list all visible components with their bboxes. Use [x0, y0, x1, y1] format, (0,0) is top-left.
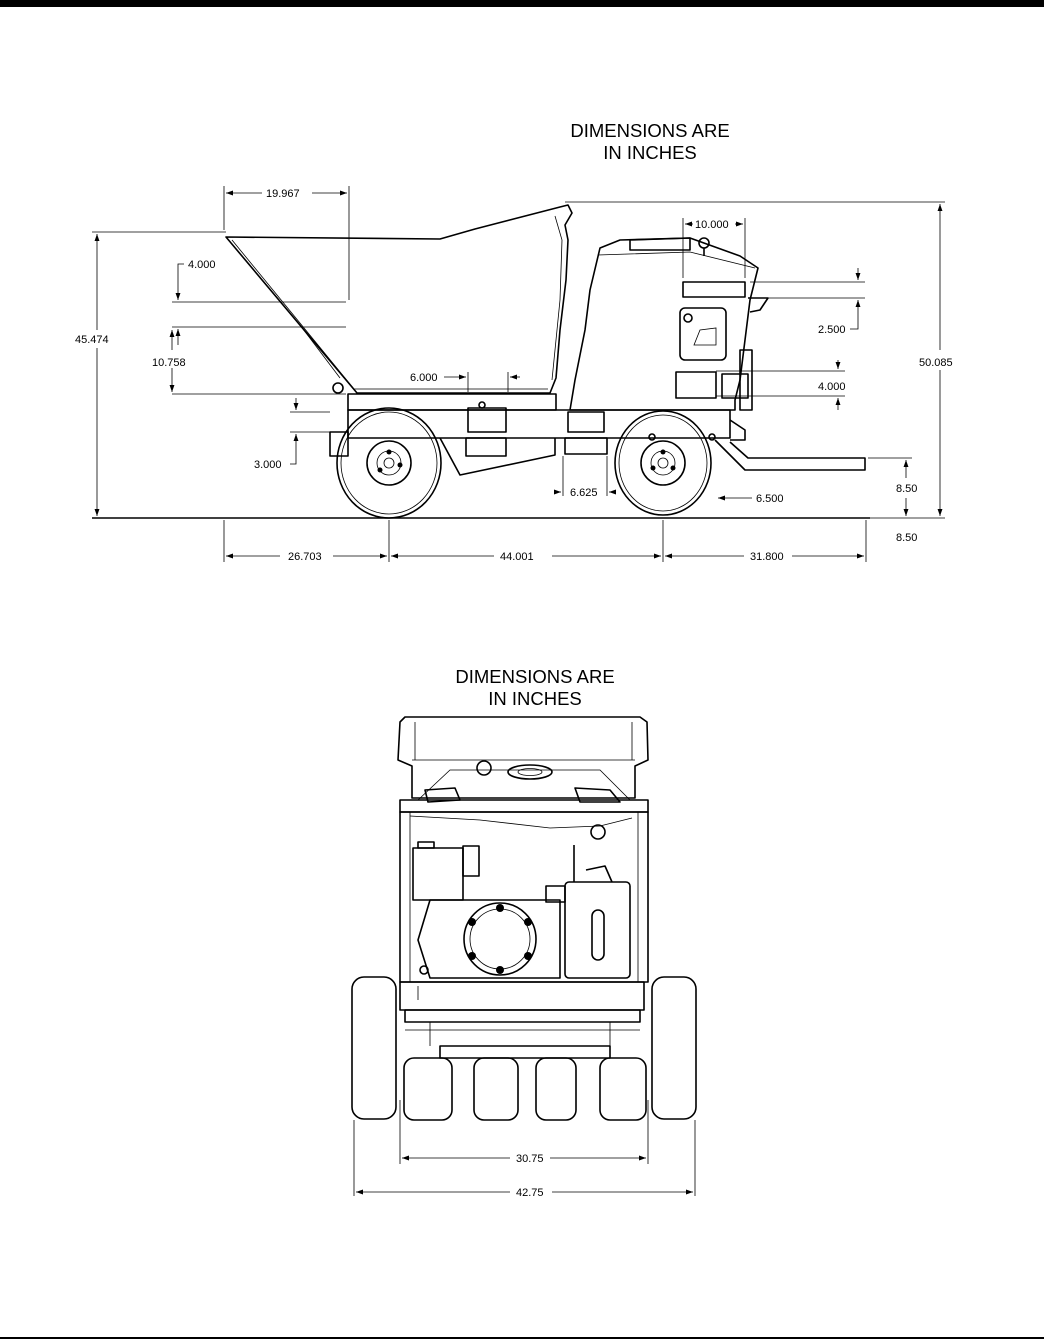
- label-4-000-right: 4.000: [818, 381, 846, 393]
- dim-ground-clearance: 8.50: [896, 532, 917, 544]
- bottom-rule: [0, 1337, 1044, 1339]
- dim-length-chain: 26.703 44.001 31.800: [223, 520, 867, 563]
- dim-frame-height: 3.000: [254, 398, 330, 471]
- label-8-50-upper: 8.50: [896, 483, 917, 495]
- engine-flywheel: [463, 902, 537, 976]
- roller-2: [473, 1057, 519, 1121]
- label-45-474: 45.474: [75, 334, 109, 346]
- fuel-tank: [564, 881, 631, 979]
- tire-right-outer: [651, 976, 697, 1120]
- roller-4: [599, 1057, 647, 1121]
- front-body: [399, 811, 649, 983]
- rear-wheel: [614, 410, 712, 516]
- roller-1: [403, 1057, 453, 1121]
- dim-frame-step-right: 4.000: [716, 360, 846, 410]
- dim-hopper-depth: 10.758: [152, 330, 346, 395]
- dim-console-step: 2.500: [750, 268, 865, 336]
- label-50-085: 50.085: [919, 357, 953, 369]
- dim-console-width: 10.000: [682, 218, 746, 278]
- label-10-758: 10.758: [152, 357, 186, 369]
- dim-overall-height-right: 50.085: [565, 201, 957, 519]
- label-3-000: 3.000: [254, 459, 282, 471]
- side-heading-line-1: DIMENSIONS ARE: [570, 120, 730, 141]
- front-heading-line-1: DIMENSIONS ARE: [455, 666, 615, 687]
- dim-overall-height-left: 45.474: [72, 231, 226, 516]
- label-19-967: 19.967: [266, 188, 300, 200]
- dim-hopper-top-length: 19.967: [223, 186, 350, 300]
- label-6-625: 6.625: [570, 487, 598, 499]
- battery: [412, 847, 464, 901]
- tire-left-outer: [351, 976, 397, 1120]
- dim-tow-bar-height: 8.50: [868, 457, 917, 516]
- side-view-heading: DIMENSIONS ARE IN INCHES: [530, 120, 770, 164]
- dim-overall-width: 42.75: [353, 1120, 696, 1199]
- front-hopper: [397, 716, 649, 803]
- front-wheel: [336, 407, 442, 519]
- label-31-800: 31.800: [750, 551, 784, 563]
- label-8-50-lower: 8.50: [896, 532, 917, 544]
- engine-housing: [569, 237, 769, 411]
- label-6-000: 6.000: [410, 372, 438, 384]
- front-view-drawing: 30.75 42.75: [351, 716, 697, 1199]
- front-heading-line-2: IN INCHES: [488, 688, 582, 709]
- label-42-75: 42.75: [516, 1187, 544, 1199]
- label-4-000-left: 4.000: [188, 259, 216, 271]
- front-view-heading: DIMENSIONS ARE IN INCHES: [415, 666, 655, 710]
- dim-rear-axle-offset: 6.500: [718, 493, 784, 505]
- label-30-75: 30.75: [516, 1153, 544, 1165]
- dim-hopper-bottom-step: 6.000: [410, 372, 520, 392]
- roller-3: [535, 1057, 577, 1121]
- dim-inner-track: 30.75: [399, 1100, 649, 1165]
- dim-hopper-lip-depth: 4.000: [172, 259, 346, 345]
- side-view-drawing: 45.474 19.967 4.000 10.758: [72, 186, 957, 563]
- front-lower-frame: [399, 981, 645, 1059]
- top-rule: [0, 0, 1044, 7]
- tow-bar: [714, 439, 866, 471]
- label-10-000: 10.000: [695, 219, 729, 231]
- label-26-703: 26.703: [288, 551, 322, 563]
- frame: [329, 393, 746, 476]
- label-2-500: 2.500: [818, 324, 846, 336]
- label-6-500: 6.500: [756, 493, 784, 505]
- dim-wheel-gap: 6.625: [554, 456, 616, 499]
- side-heading-line-2: IN INCHES: [603, 142, 697, 163]
- hopper: [225, 204, 573, 394]
- label-44-001: 44.001: [500, 551, 534, 563]
